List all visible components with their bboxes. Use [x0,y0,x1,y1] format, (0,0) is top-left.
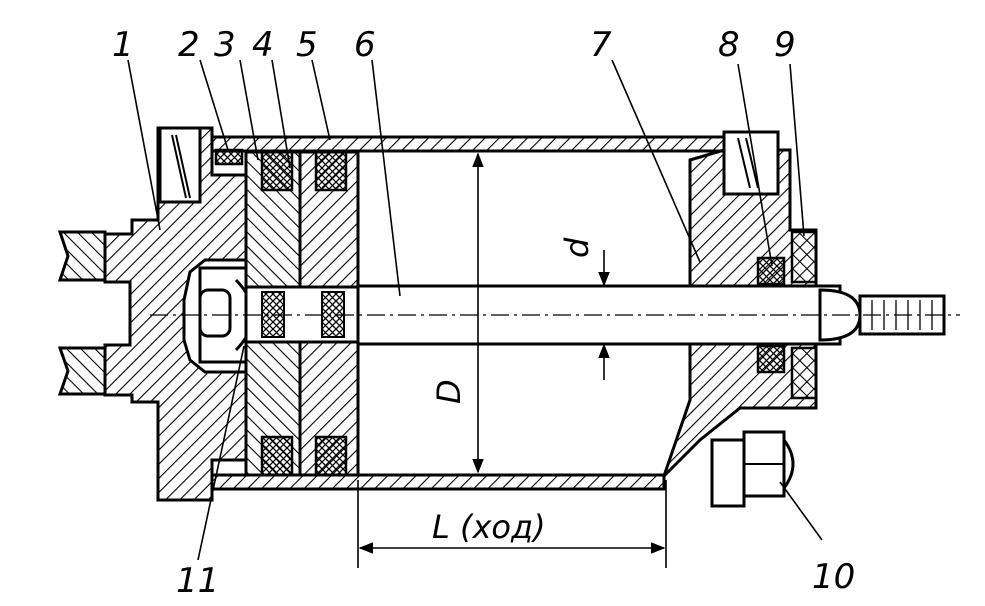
label-2: 2 [178,25,200,65]
label-5: 5 [296,25,318,65]
stroke-dimension [357,480,667,568]
label-9: 9 [774,25,796,65]
left-end-cap [57,126,255,502]
right-end-cap [662,130,818,478]
label-3: 3 [214,25,236,65]
label-6: 6 [354,25,376,65]
piston [244,150,360,477]
label-8: 8 [718,25,740,65]
label-10: 10 [812,557,855,597]
label-1: 1 [112,25,134,65]
leader-lines [127,59,823,561]
bore-diameter-label: D [430,379,468,404]
tie-bolt-nut [710,430,795,508]
label-11: 11 [176,561,219,601]
piston-rod [150,284,960,346]
stroke-label: L (ход) [432,508,546,546]
label-4: 4 [252,25,274,65]
rod-diameter-label: d [558,237,596,258]
seal-ring-2 [214,148,244,166]
label-7: 7 [590,25,612,65]
